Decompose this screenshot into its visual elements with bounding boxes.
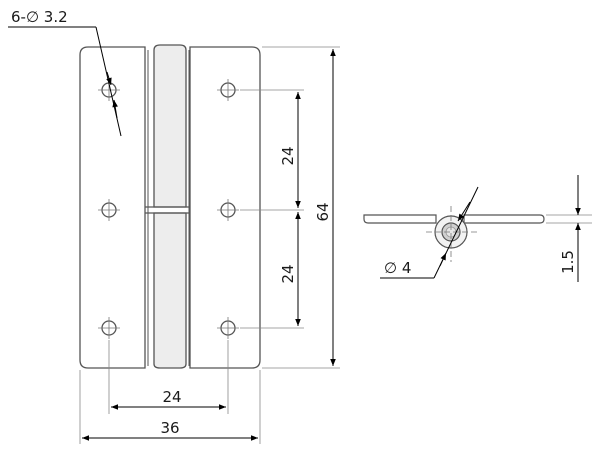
overall-width-label: 36 [160,419,179,437]
pin-callout [380,186,479,279]
lower-knuckle [153,212,187,369]
overall-height-label: 64 [314,202,332,221]
hole-callout-label: 6-∅ 3.2 [11,8,68,26]
thickness-dimension [546,175,592,282]
hole-centerlines [98,79,239,339]
side-centerlines [426,206,478,262]
side-view [363,214,545,249]
thickness-label: 1.5 [559,250,577,274]
vertical-dimensions [240,46,340,369]
front-view [79,44,261,369]
side-left-leaf [363,214,437,224]
pin-callout-label: ∅ 4 [384,259,411,277]
hole-spacing-horizontal-label: 24 [162,388,181,406]
upper-knuckle [153,44,187,208]
hole-callout [8,26,122,137]
horizontal-dimensions [79,340,261,444]
hole-pitch-upper-label: 24 [279,146,297,165]
side-right-leaf [463,214,545,224]
hole-pitch-lower-label: 24 [279,264,297,283]
